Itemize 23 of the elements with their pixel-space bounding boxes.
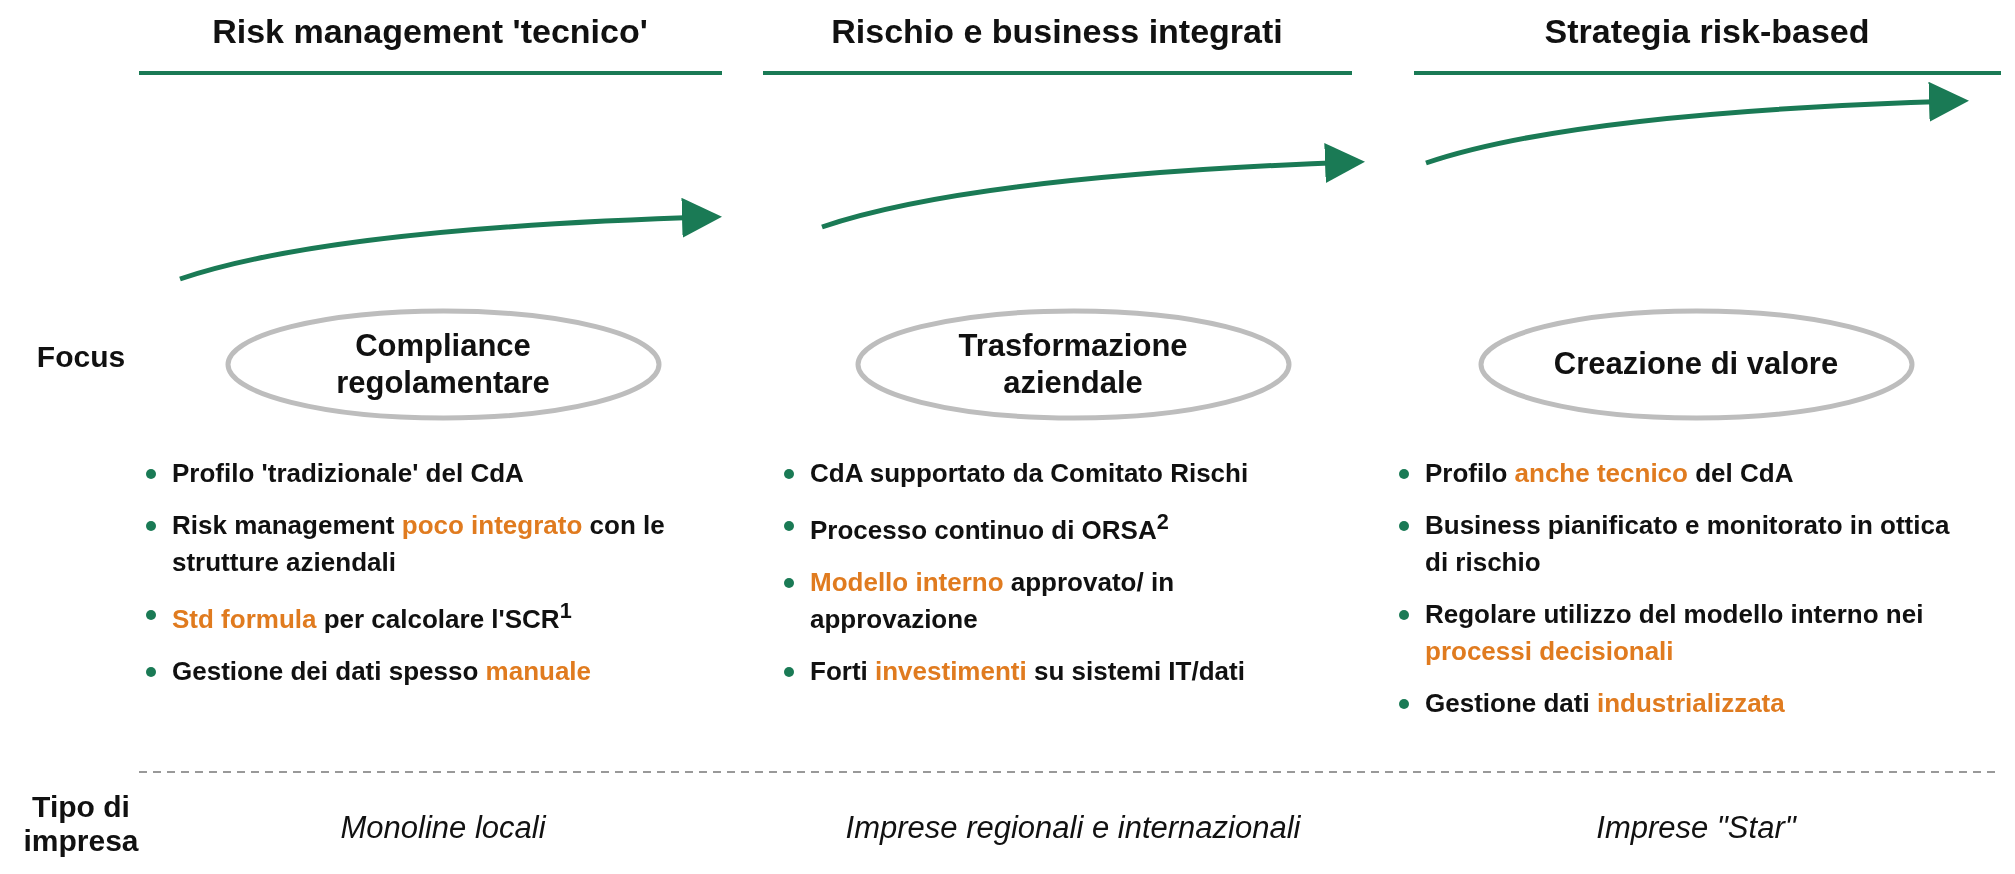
column-heading: Risk management 'tecnico' bbox=[212, 12, 648, 51]
focus-ellipse: Creazione di valore bbox=[1477, 307, 1915, 421]
column-heading: Rischio e business integrati bbox=[831, 12, 1283, 51]
bullet-text: Std formula per calcolare l'SCR$^{1}$ bbox=[172, 603, 572, 634]
company-type: Imprese "Star" bbox=[1596, 810, 1796, 846]
bullet-text: Gestione dei dati spesso manuale bbox=[172, 656, 592, 687]
bullet-text: Regolare utilizzo del modello interno nei processi decisionali bbox=[1425, 599, 1924, 666]
bullet-text: Profilo 'tradizionale' del CdA bbox=[172, 458, 524, 488]
bullet-text: CdA supportato da Comitato Rischi bbox=[810, 458, 1249, 488]
bullet-text: Business pianificato e monitorato in ottica di rischio bbox=[1425, 510, 1950, 577]
company-type: Monoline locali bbox=[340, 810, 546, 846]
focus-ellipse: Compliance regolamentare bbox=[224, 307, 662, 421]
bullet-text: Profilo anche tecnico del CdA bbox=[1425, 458, 1794, 488]
bullet-text: Modello interno approvato/ in approvazione bbox=[810, 567, 1174, 634]
focus-ellipse: Trasformazione aziendale bbox=[854, 307, 1292, 421]
column-heading: Strategia risk-based bbox=[1544, 12, 1870, 51]
bullet-text: Gestione dati industrializzata bbox=[1425, 687, 1785, 718]
row-heading: Focus bbox=[36, 340, 126, 374]
bullet-text: Forti investimenti su sistemi IT/dati bbox=[810, 656, 1245, 687]
bullet-text: Risk management poco integrato con le strutture aziendali bbox=[172, 510, 665, 577]
bullet-text: Processo continuo di ORSA$^{2}$ bbox=[810, 515, 1169, 546]
company-type: Imprese regionali e internazionali bbox=[845, 810, 1301, 846]
row-heading: Tipo di impresa bbox=[22, 790, 140, 858]
